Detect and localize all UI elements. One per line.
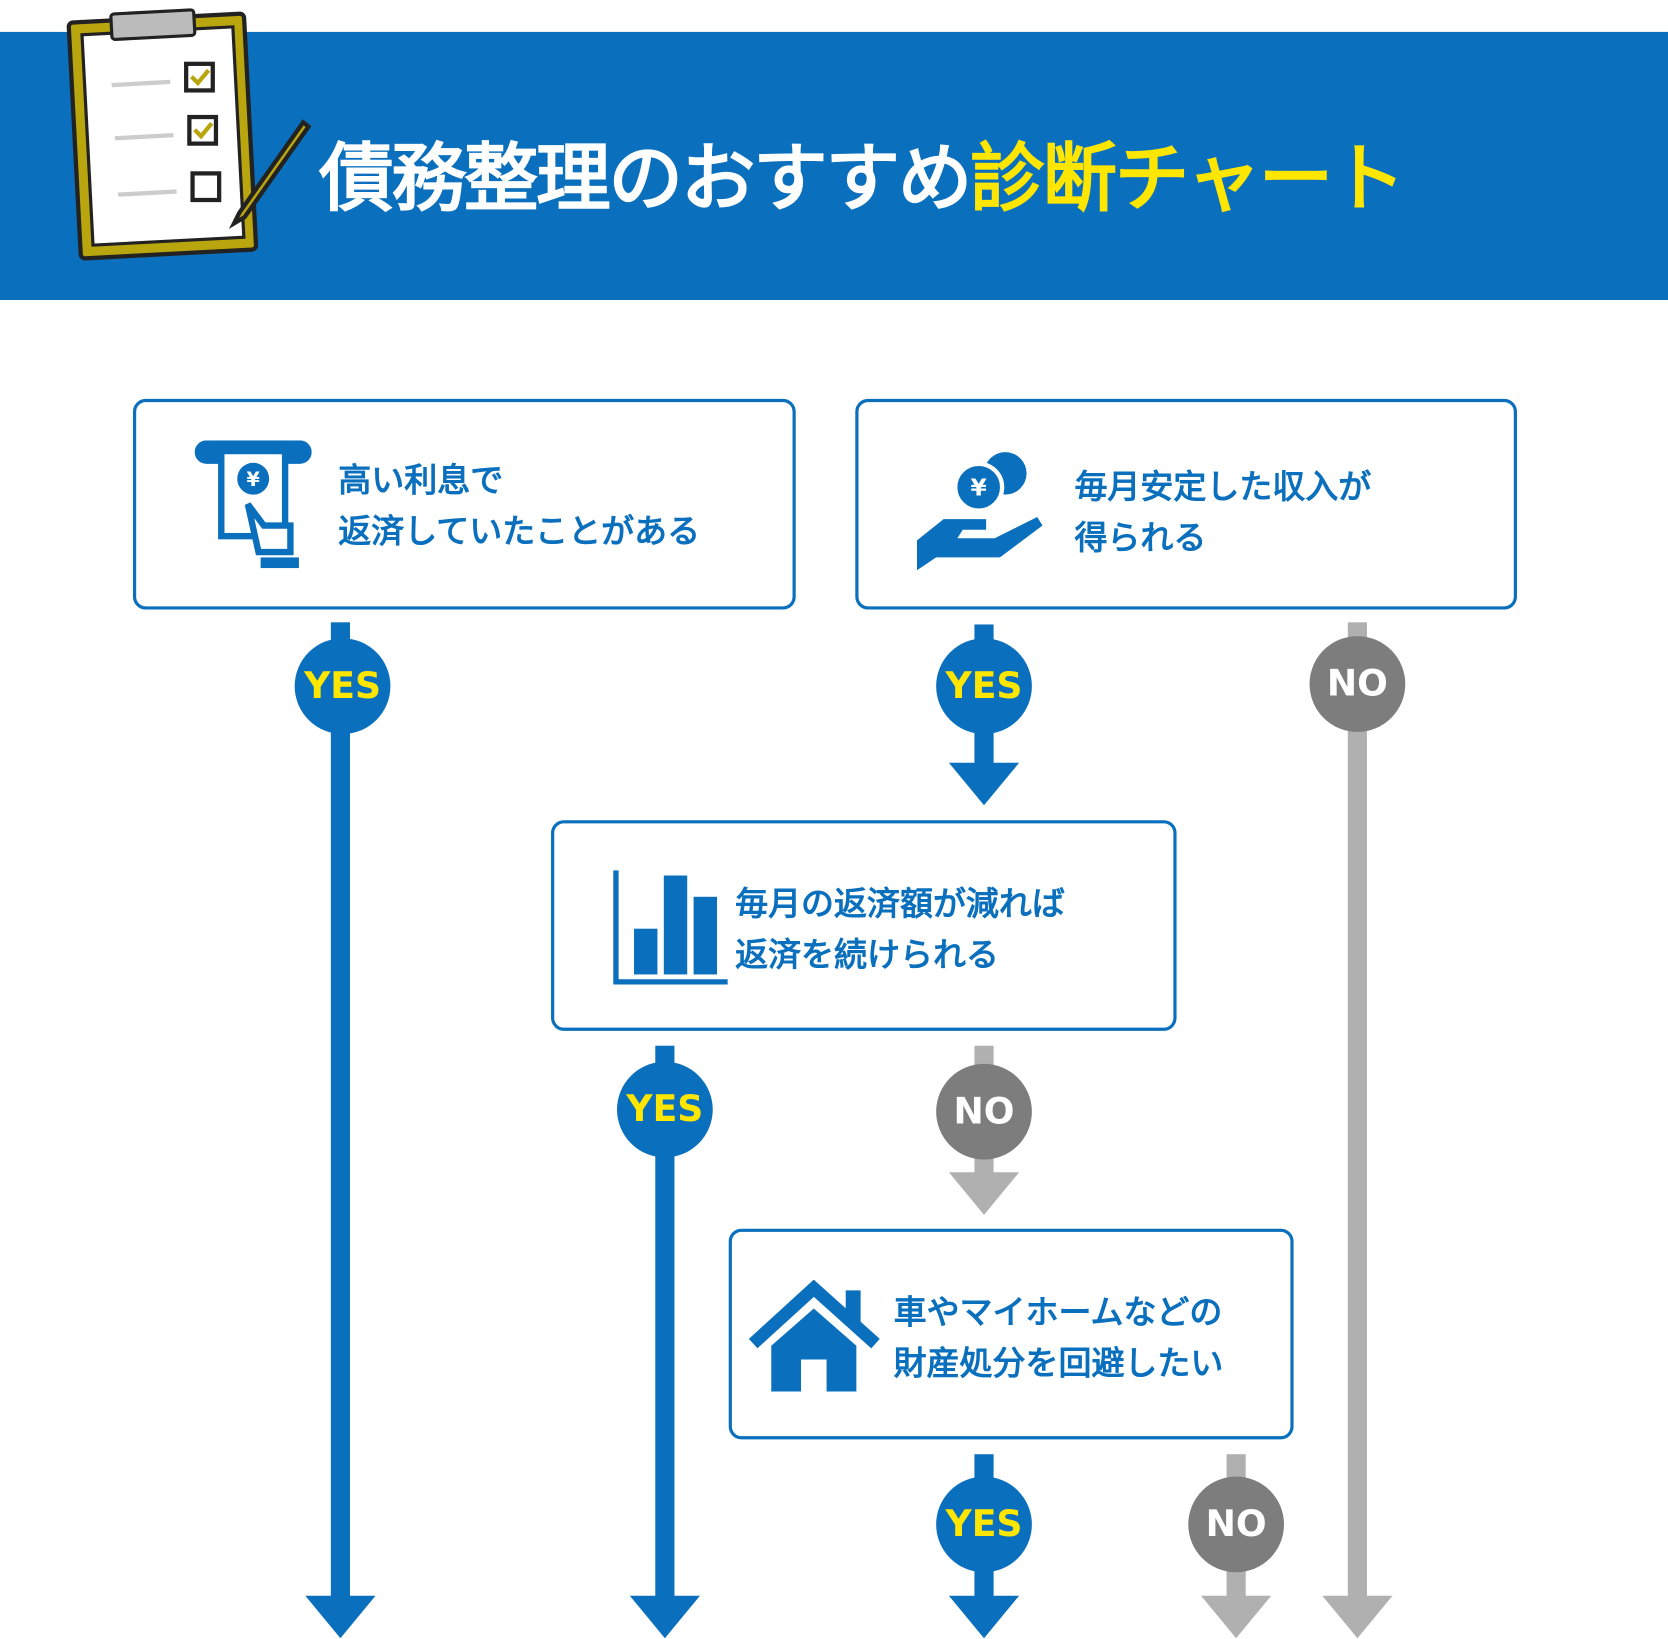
no-arrow-q2 bbox=[1322, 622, 1393, 1639]
no-badge-q3: NO bbox=[936, 1063, 1032, 1160]
money-hand-icon: ¥ bbox=[916, 452, 1043, 571]
no-badge-q2: NO bbox=[1309, 636, 1406, 732]
question-3-line-2: 返済を続けられる bbox=[735, 936, 999, 975]
yes-badge-q2: YES bbox=[936, 638, 1032, 735]
question-2-line-2: 得られる bbox=[1074, 519, 1207, 558]
question-box-3: 毎月の返済額が減れば返済を続けられる bbox=[551, 820, 1177, 1031]
question-4-line-1: 車やマイホームなどの bbox=[893, 1293, 1223, 1332]
bar-chart-icon bbox=[613, 870, 728, 985]
title-highlight: 診断チャート bbox=[970, 135, 1405, 223]
yes-badge-q1: YES bbox=[294, 638, 391, 735]
no-badge-q4: NO bbox=[1188, 1476, 1285, 1573]
question-3-line-1: 毎月の返済額が減れば bbox=[735, 885, 1065, 924]
yes-arrow-q3 bbox=[629, 1045, 700, 1639]
yes-badge-q4: YES bbox=[936, 1476, 1032, 1573]
question-box-4: 車やマイホームなどの財産処分を回避したい bbox=[728, 1228, 1294, 1440]
question-box-2: ¥ 毎月安定した収入が得られる bbox=[855, 398, 1517, 610]
title-main: 債務整理のおすすめ bbox=[319, 135, 972, 223]
question-1-line-1: 高い利息で bbox=[338, 461, 504, 500]
question-box-1: ¥ 高い利息で返済していたことがある bbox=[132, 398, 796, 610]
question-1-line-2: 返済していたことがある bbox=[338, 512, 701, 552]
question-2-line-1: 毎月安定した収入が bbox=[1074, 468, 1372, 507]
question-4-line-2: 財産処分を回避したい bbox=[893, 1344, 1224, 1383]
yes-arrow-q1 bbox=[305, 622, 376, 1639]
house-icon bbox=[748, 1279, 880, 1392]
page-title: 債務整理のおすすめ診断チャート bbox=[319, 119, 1405, 226]
clipboard-icon bbox=[66, 8, 312, 261]
svg-text:¥: ¥ bbox=[971, 474, 987, 502]
yes-badge-q3: YES bbox=[617, 1061, 713, 1158]
atm-card-icon: ¥ bbox=[194, 440, 312, 569]
svg-text:¥: ¥ bbox=[247, 468, 261, 491]
